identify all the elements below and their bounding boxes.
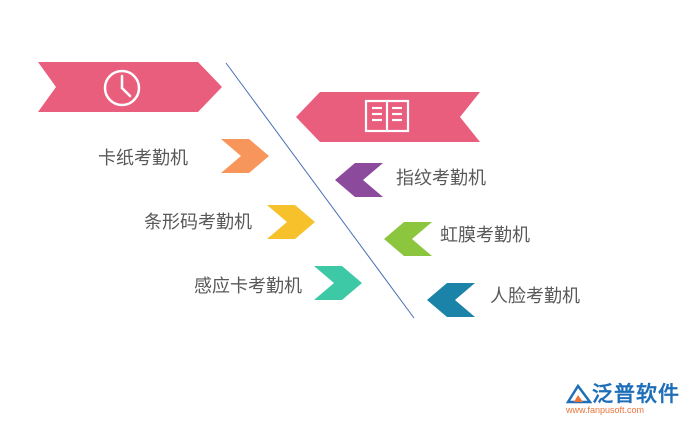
chevron-shape: [335, 163, 383, 197]
chevron-right-icon: [267, 205, 315, 239]
chevron-left-icon: [384, 222, 432, 256]
left-item-label: 感应卡考勤机: [194, 276, 302, 296]
left-banner: [38, 62, 222, 112]
brand-url: www.fanpusoft.com: [566, 405, 645, 415]
chevron-shape: [384, 222, 432, 256]
chevron-shape: [221, 139, 269, 173]
chevron-left-icon: [335, 163, 383, 197]
right-item-label: 指纹考勤机: [396, 168, 486, 188]
right-banner: [296, 92, 480, 142]
chevron-shape: [427, 283, 475, 317]
left-item-label: 条形码考勤机: [144, 212, 252, 232]
chevron-shape: [314, 266, 362, 300]
clock-icon: [103, 69, 141, 107]
right-item-label: 虹膜考勤机: [440, 225, 530, 245]
right-item-label: 人脸考勤机: [490, 286, 580, 306]
chevron-shape: [267, 205, 315, 239]
chevron-left-icon: [427, 283, 475, 317]
book-icon: [364, 99, 410, 133]
brand-logo-icon: [566, 384, 592, 404]
brand-name: 泛普软件: [592, 383, 680, 406]
chevron-right-icon: [314, 266, 362, 300]
left-item-label: 卡纸考勤机: [98, 148, 188, 168]
chevron-right-icon: [221, 139, 269, 173]
